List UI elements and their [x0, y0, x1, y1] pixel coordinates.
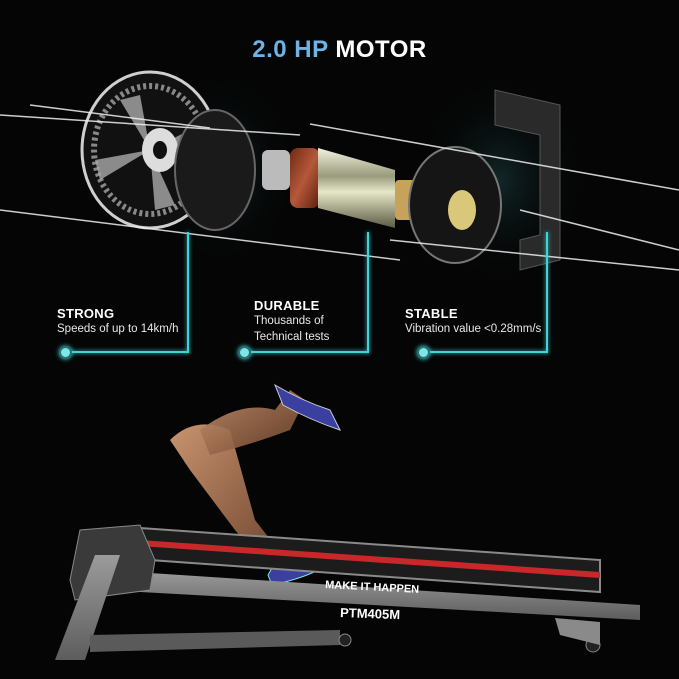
feature-strong: STRONG Speeds of up to 14km/h	[57, 306, 178, 337]
treadmill-runner-illustration: MAKE IT HAPPEN PTM405M	[55, 383, 640, 660]
callout-line-stable-vertical	[546, 232, 548, 353]
headline: 2.0 HP MOTOR	[0, 36, 679, 64]
belt-slogan: MAKE IT HAPPEN	[325, 579, 420, 596]
callout-dot-stable	[417, 346, 430, 359]
feature-stable: STABLE Vibration value <0.28mm/s	[405, 306, 541, 337]
callout-line-strong-vertical	[187, 232, 189, 353]
feature-heading: STABLE	[405, 306, 458, 321]
callout-line-durable-vertical	[367, 232, 369, 353]
callout-line-stable-horizontal	[424, 351, 548, 353]
feature-description: Technical tests	[254, 331, 330, 343]
feature-description: Speeds of up to 14km/h	[57, 323, 179, 335]
feature-heading: DURABLE	[254, 298, 320, 313]
motor-exploded-illustration	[0, 70, 679, 290]
headline-rest: MOTOR	[335, 36, 427, 63]
callout-line-durable-horizontal	[245, 351, 369, 353]
feature-description: Vibration value <0.28mm/s	[405, 323, 542, 335]
callout-dot-strong	[59, 346, 72, 359]
feature-durable: DURABLE Thousands of Technical tests	[254, 298, 329, 345]
callout-dot-durable	[238, 346, 251, 359]
feature-description: Thousands of	[254, 315, 324, 327]
callout-line-strong-horizontal	[66, 351, 189, 353]
feature-heading: STRONG	[57, 306, 115, 321]
headline-highlight: 2.0 HP	[252, 36, 329, 63]
model-label: PTM405M	[340, 605, 400, 622]
